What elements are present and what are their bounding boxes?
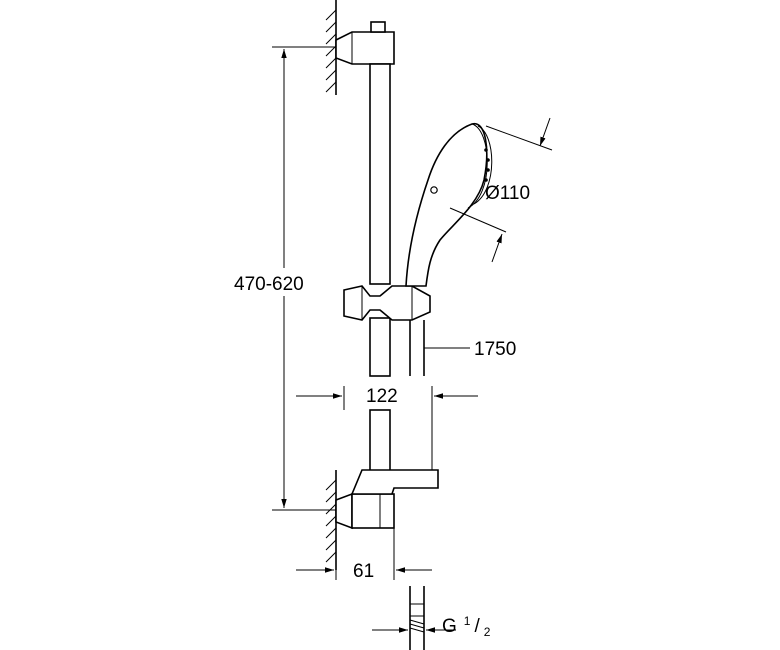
upper-wall-mount bbox=[335, 21, 395, 65]
thread-denominator: 2 bbox=[484, 625, 491, 639]
thread-slash: / bbox=[474, 616, 480, 637]
shower-rail bbox=[369, 63, 391, 506]
rail-slider bbox=[343, 285, 431, 321]
lower-wall-hatching bbox=[325, 470, 337, 570]
thread-numerator: 1 bbox=[464, 614, 471, 628]
lower-wall-mount bbox=[335, 469, 439, 530]
wall-distance-dimension bbox=[296, 528, 432, 580]
shower-hose bbox=[409, 320, 425, 376]
height-range-label: 470-620 bbox=[234, 274, 304, 295]
hand-shower bbox=[405, 123, 493, 287]
wall-distance-label: 61 bbox=[353, 561, 374, 582]
diameter-label: Ø110 bbox=[485, 183, 530, 204]
hose-length-label: 1750 bbox=[474, 339, 516, 360]
thread-label: G 1 / 2 bbox=[442, 612, 491, 639]
thread-base: G bbox=[442, 616, 457, 637]
bar-width-label: 122 bbox=[366, 386, 398, 407]
diameter-dimension bbox=[449, 117, 553, 263]
thread-fitting bbox=[372, 586, 456, 650]
width-dimension bbox=[296, 386, 478, 470]
